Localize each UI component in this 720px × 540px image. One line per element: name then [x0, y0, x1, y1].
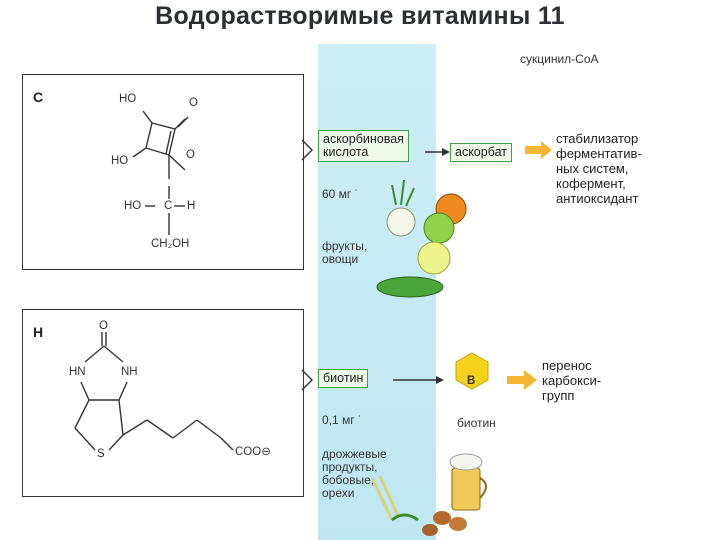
arrow-h-head — [436, 376, 444, 384]
atom-ho-chain: HO — [124, 200, 142, 212]
succinyl-coa-label: сукцинил-CoA — [520, 52, 599, 66]
atom-o-top: O — [99, 320, 108, 332]
vitamin-c-structure-panel: C HO O HO O HO C H CH₂OH — [22, 74, 304, 270]
atom-o-carbonyl: O — [189, 97, 198, 109]
atom-ho-left: HO — [111, 155, 129, 167]
atom-o-ring: O — [186, 149, 195, 161]
vitamin-h-structure-panel: H O HN NH S COO⊖ — [22, 309, 304, 497]
biotin-box: биотин — [318, 369, 369, 388]
coenzyme-symbol: B — [467, 375, 476, 387]
page-title: Водорастворимые витамины 11 — [155, 2, 565, 30]
atom-coo: COO⊖ — [235, 446, 271, 458]
atom-s: S — [97, 448, 105, 460]
atom-hn: HN — [69, 366, 86, 378]
coenzyme-label: биотин — [457, 416, 496, 430]
vitamin-h-function: перенос карбокси- групп — [542, 358, 602, 403]
atom-ho-top: HO — [119, 93, 137, 105]
biotin-structure — [74, 332, 234, 451]
arrow-c-head — [442, 148, 450, 156]
atom-nh: NH — [121, 366, 138, 378]
ascorbate-box: аскорбат — [450, 143, 512, 162]
vitamin-c-dose: 60 мг ˙ — [322, 187, 359, 201]
vitamin-h-sources: дрожжевые продукты, бобовые, орехи — [322, 447, 387, 500]
orange-arrow-c — [525, 141, 552, 159]
orange-arrow-h — [507, 370, 537, 390]
vitamin-h-letter: H — [33, 324, 44, 340]
atom-c-chain: C — [164, 200, 173, 212]
vitamin-c-function: стабилизатор ферментатив- ных систем, ко… — [556, 131, 642, 206]
ascorbic-acid-box: аскорбиновая кислота — [318, 130, 409, 162]
vitamin-c-letter: C — [33, 89, 44, 105]
vitamin-h-dose: 0,1 мг ˙ — [322, 413, 362, 427]
vitamin-c-sources: фрукты, овощи — [322, 239, 368, 266]
atom-h-chain: H — [187, 200, 196, 212]
atom-ch2oh: CH₂OH — [151, 238, 190, 250]
ascorbic-acid-structure — [132, 110, 189, 235]
